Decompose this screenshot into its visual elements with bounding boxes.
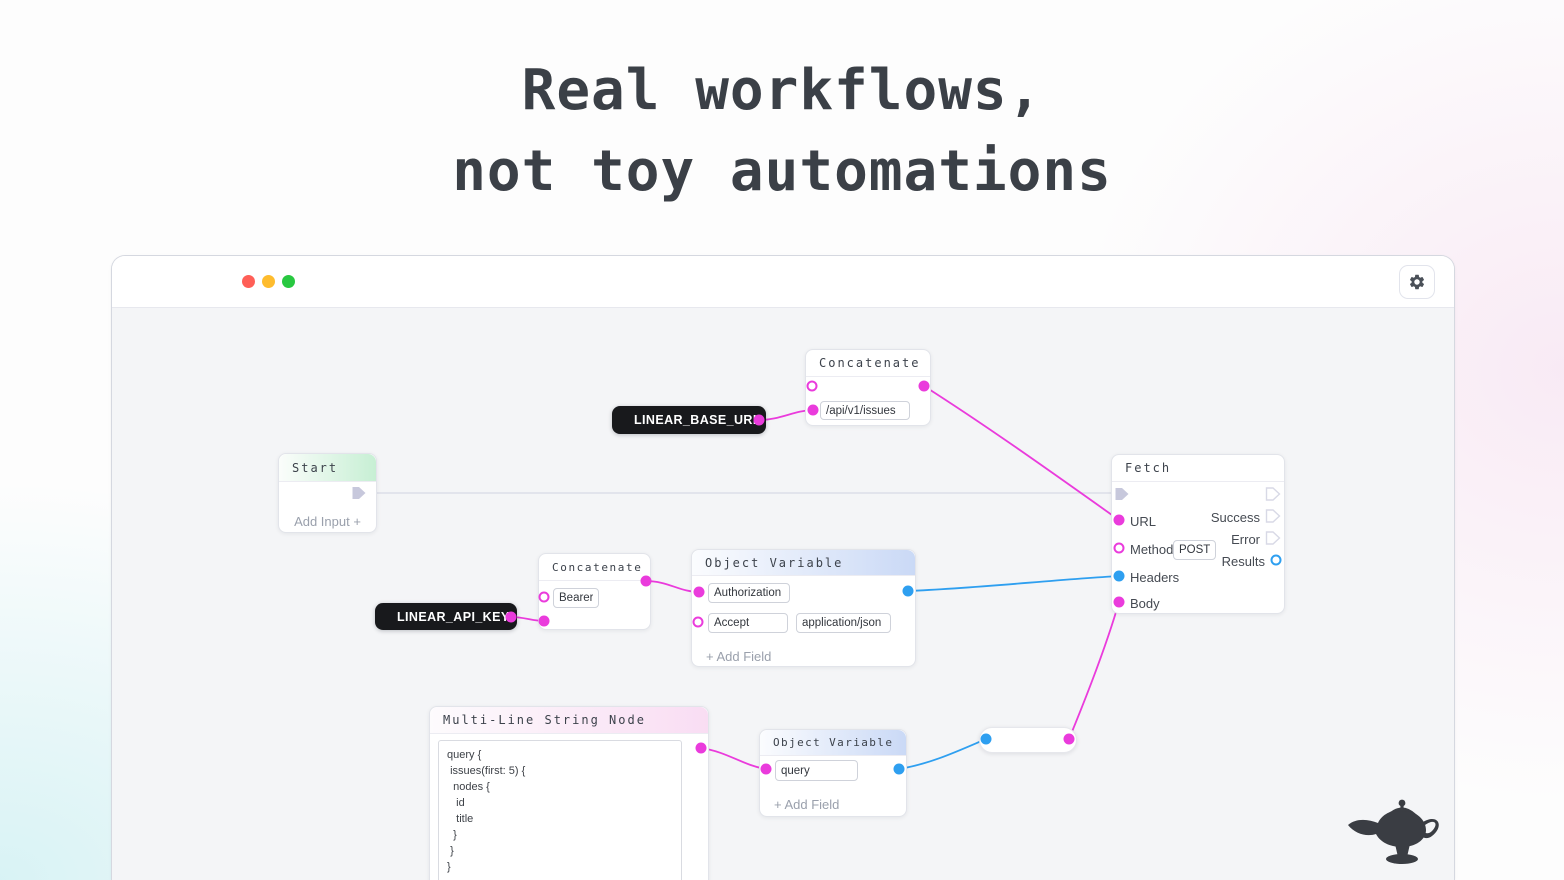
port-fetch-method-in[interactable] bbox=[1113, 542, 1125, 554]
multiline-string-node[interactable]: Multi-Line String Node query { issues(fi… bbox=[429, 706, 709, 880]
start-node-title: Start bbox=[292, 460, 339, 475]
fetch-node-header: Fetch bbox=[1112, 455, 1284, 482]
port-fetch-error-out[interactable] bbox=[1265, 531, 1281, 545]
connection-edges bbox=[358, 385, 1121, 770]
env-linear-api-key-label: LINEAR_API_KEY bbox=[397, 609, 510, 624]
app-window: Start Add Input + Concatenate LINEAR_BAS… bbox=[111, 255, 1455, 880]
body-add-field-button[interactable]: + Add Field bbox=[774, 797, 840, 812]
headers-field2-value-input[interactable] bbox=[796, 613, 891, 633]
edge-adapter-to-fetch-body bbox=[1068, 601, 1120, 740]
fetch-method-label: Method bbox=[1130, 542, 1174, 557]
concatenate-auth-node[interactable]: Concatenate bbox=[538, 553, 651, 630]
object-variable-headers-node[interactable]: Object Variable + Add Field bbox=[691, 549, 916, 667]
port-adapter-in[interactable] bbox=[980, 733, 992, 745]
port-fetch-url-in[interactable] bbox=[1113, 514, 1125, 526]
concatenate-url-node[interactable]: Concatenate bbox=[805, 349, 931, 426]
port-fetch-results-out[interactable] bbox=[1270, 554, 1282, 566]
port-start-exec-out[interactable] bbox=[352, 486, 367, 500]
port-object-headers-field1-in[interactable] bbox=[693, 586, 705, 598]
concatenate-url-node-header: Concatenate bbox=[806, 350, 930, 377]
port-fetch-exec-in[interactable] bbox=[1115, 487, 1130, 501]
port-concat-auth-in-b[interactable] bbox=[538, 615, 550, 627]
port-fetch-exec-out[interactable] bbox=[1265, 487, 1281, 501]
concatenate-auth-node-title: Concatenate bbox=[552, 560, 643, 574]
object-variable-body-header: Object Variable bbox=[760, 730, 906, 756]
hero-title-line2: not toy automations bbox=[452, 139, 1112, 204]
port-object-body-field1-in[interactable] bbox=[760, 763, 772, 775]
fetch-body-label: Body bbox=[1130, 596, 1160, 611]
headers-field2-key-input[interactable] bbox=[708, 613, 788, 633]
settings-button[interactable] bbox=[1399, 265, 1435, 299]
genie-lamp-logo bbox=[1346, 796, 1446, 873]
port-multiline-out[interactable] bbox=[695, 742, 707, 754]
fetch-success-label: Success bbox=[1210, 510, 1260, 525]
fetch-node[interactable]: Fetch URL Method Headers Body Success Er… bbox=[1111, 454, 1285, 614]
object-variable-headers-title: Object Variable bbox=[705, 555, 844, 570]
fetch-method-input[interactable] bbox=[1173, 540, 1216, 560]
port-concat-url-in-b[interactable] bbox=[807, 404, 819, 416]
edge-concat-to-fetch-url bbox=[923, 385, 1120, 521]
concat-auth-value-input[interactable] bbox=[553, 588, 599, 608]
port-fetch-headers-in[interactable] bbox=[1113, 570, 1125, 582]
env-linear-base-url-node[interactable]: LINEAR_BASE_URL bbox=[612, 406, 766, 434]
edge-multiline-to-query bbox=[700, 747, 767, 770]
multiline-string-node-header: Multi-Line String Node bbox=[430, 707, 708, 734]
port-env-api-key-out[interactable] bbox=[505, 611, 517, 623]
concat-url-value-input[interactable] bbox=[820, 401, 910, 420]
fetch-results-label: Results bbox=[1221, 554, 1265, 569]
workflow-canvas[interactable]: Start Add Input + Concatenate LINEAR_BAS… bbox=[112, 308, 1454, 880]
port-object-body-out[interactable] bbox=[893, 763, 905, 775]
port-env-base-url-out[interactable] bbox=[753, 414, 765, 426]
add-input-button[interactable]: Add Input + bbox=[294, 514, 361, 529]
maximize-button[interactable] bbox=[282, 275, 295, 288]
port-fetch-body-in[interactable] bbox=[1113, 596, 1125, 608]
headers-add-field-button[interactable]: + Add Field bbox=[706, 649, 772, 664]
object-variable-body-node[interactable]: Object Variable + Add Field bbox=[759, 729, 907, 817]
gear-icon bbox=[1409, 274, 1425, 290]
port-concat-url-out[interactable] bbox=[918, 380, 930, 392]
object-variable-body-title: Object Variable bbox=[773, 736, 894, 749]
edge-headers-to-fetch bbox=[907, 575, 1120, 592]
port-object-headers-out[interactable] bbox=[902, 585, 914, 597]
env-linear-api-key-node[interactable]: LINEAR_API_KEY bbox=[375, 603, 517, 630]
start-node-header: Start bbox=[279, 454, 376, 482]
object-variable-headers-header: Object Variable bbox=[692, 550, 915, 576]
body-field1-key-input[interactable] bbox=[775, 760, 858, 781]
port-concat-auth-out[interactable] bbox=[640, 575, 652, 587]
fetch-headers-label: Headers bbox=[1130, 570, 1180, 585]
close-button[interactable] bbox=[242, 275, 255, 288]
env-linear-base-url-label: LINEAR_BASE_URL bbox=[634, 413, 761, 427]
fetch-url-label: URL bbox=[1130, 514, 1157, 529]
hero-title-line1: Real workflows, bbox=[521, 58, 1043, 123]
port-concat-auth-in-a[interactable] bbox=[538, 591, 550, 603]
multiline-string-node-title: Multi-Line String Node bbox=[443, 713, 646, 727]
fetch-error-label: Error bbox=[1231, 532, 1260, 547]
edge-objectbody-to-adapter bbox=[898, 738, 987, 770]
port-fetch-success-out[interactable] bbox=[1265, 509, 1281, 523]
port-concat-url-in-a[interactable] bbox=[806, 380, 818, 392]
multiline-string-textarea[interactable]: query { issues(first: 5) { nodes { id ti… bbox=[438, 740, 682, 880]
minimize-button[interactable] bbox=[262, 275, 275, 288]
port-adapter-out[interactable] bbox=[1063, 733, 1075, 745]
port-object-headers-field2-in[interactable] bbox=[692, 616, 704, 628]
fetch-node-title: Fetch bbox=[1125, 461, 1172, 475]
headers-field1-key-input[interactable] bbox=[708, 583, 790, 603]
hero-title: Real workflows, not toy automations bbox=[0, 50, 1564, 212]
concatenate-url-node-title: Concatenate bbox=[819, 356, 921, 370]
genie-lamp-icon bbox=[1348, 799, 1439, 864]
window-titlebar bbox=[112, 256, 1454, 308]
hero-section: Real workflows, not toy automations bbox=[0, 0, 1564, 212]
concatenate-auth-node-header: Concatenate bbox=[539, 554, 650, 581]
adapter-node[interactable] bbox=[979, 727, 1077, 753]
